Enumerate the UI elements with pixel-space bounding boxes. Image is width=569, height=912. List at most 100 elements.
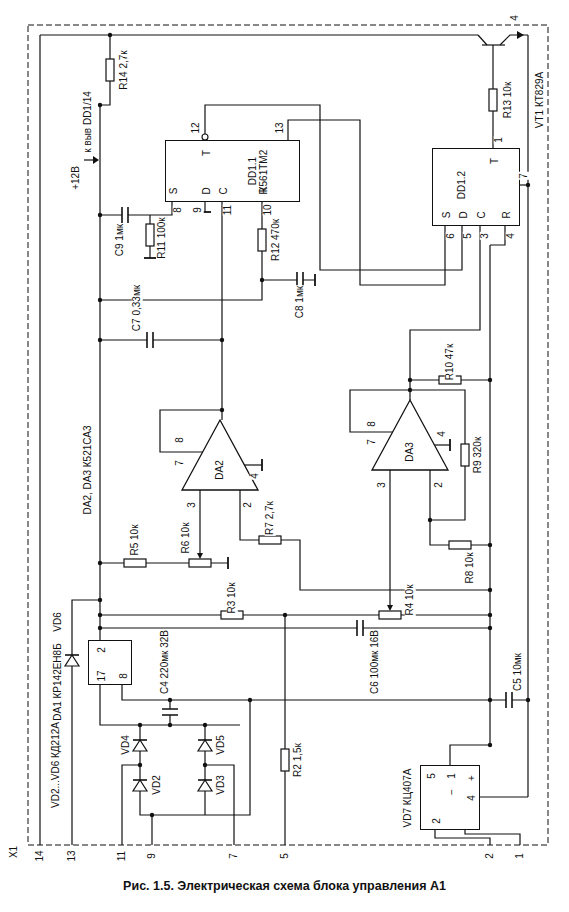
junction-dot <box>138 723 142 727</box>
pin-label: S <box>168 188 179 195</box>
wire <box>221 200 222 420</box>
junction-dot <box>168 698 172 702</box>
pin-number: 7 <box>367 438 378 446</box>
wire <box>288 120 445 285</box>
pin-label: T <box>489 158 500 164</box>
component-label: R12 470к <box>271 218 282 262</box>
component-label: R2 1,5к <box>293 742 304 778</box>
component-label: DA3 <box>405 441 416 462</box>
pin-number: 12 <box>191 121 202 134</box>
component-label: C7 0,33мк <box>132 284 143 332</box>
junction-dot <box>526 183 530 187</box>
component-label: DA2 <box>215 459 226 480</box>
ground-symbol <box>144 257 156 259</box>
wire <box>500 35 528 45</box>
pin-number: 3 <box>187 501 198 509</box>
wire <box>40 34 478 35</box>
junction-dot <box>168 723 172 727</box>
comparator-symbol <box>182 420 258 490</box>
component-label: VD2 <box>152 774 163 795</box>
pin-number: 7 <box>229 852 240 860</box>
pin-number: 6 <box>446 232 457 240</box>
junction-dot <box>283 613 287 617</box>
pin-number: 8 <box>367 420 378 428</box>
pin-number: 1 <box>515 852 526 860</box>
pin-number: 2 <box>243 501 254 509</box>
pin-number: 7 <box>519 172 530 180</box>
wire <box>435 830 490 845</box>
junction-dot <box>98 103 102 107</box>
junction-dot <box>98 561 102 565</box>
resistor-symbol <box>489 89 497 111</box>
pin-label: − <box>446 789 457 795</box>
component-label: R14 2,7к <box>119 49 130 90</box>
component-label: R5 10к <box>130 523 141 556</box>
pin-number: 5 <box>463 232 474 240</box>
pin-number: 1 <box>494 136 505 144</box>
diode-symbol <box>133 780 147 791</box>
junction-dot <box>98 626 102 630</box>
component-label: VD4 <box>121 734 132 755</box>
pin-label: 2 <box>431 818 442 824</box>
component-label: к выв DD1/14 <box>83 90 94 154</box>
component-label: VD2...VD6 КД212А <box>51 721 62 809</box>
resistor-symbol <box>124 559 146 567</box>
component-label: R9 320к <box>473 436 484 475</box>
wire <box>389 470 390 605</box>
pin-number: 14 <box>35 849 46 862</box>
component-label: C9 1мк <box>115 223 126 257</box>
resistor-symbol <box>281 749 289 771</box>
pin-number: 7 <box>175 459 186 467</box>
pin-number: 13 <box>67 849 78 862</box>
junction-dot <box>260 278 264 282</box>
component-label: VD3 <box>216 774 227 795</box>
pin-number: 4 <box>506 232 517 240</box>
pin-number: 3 <box>480 232 491 240</box>
junction-dot <box>98 213 102 217</box>
diode-symbol <box>198 780 212 791</box>
junction-dot <box>428 518 432 522</box>
component-label: C4 220мк 32В <box>160 629 171 695</box>
junction-dot <box>150 813 154 817</box>
capacitor-symbol <box>506 692 512 708</box>
resistor-symbol <box>259 536 281 544</box>
junction-dot <box>408 388 412 392</box>
component-label: R7 2,7к <box>265 500 276 536</box>
component-label: DA2, DA3 К521СА3 <box>83 425 94 516</box>
junction-dot <box>98 598 102 602</box>
wire <box>100 200 172 215</box>
capacitor-symbol <box>162 709 178 715</box>
junction-dot <box>248 698 252 702</box>
component-label: +12В <box>71 165 82 191</box>
wire <box>410 226 480 400</box>
board-frame <box>28 25 548 845</box>
ground-symbol <box>314 274 316 286</box>
component-label: C8 1мк <box>295 285 306 319</box>
wire <box>205 765 234 845</box>
component-label: VD6 <box>53 611 64 632</box>
resistor-symbol <box>449 541 471 549</box>
pin-label: 1 <box>446 773 457 779</box>
pin-number: 11 <box>117 850 128 862</box>
component-label: R13 10к <box>503 81 514 120</box>
pin-label: C <box>218 187 229 194</box>
pin-label: R <box>258 187 269 194</box>
wire <box>151 815 152 845</box>
wire <box>240 490 490 590</box>
junction-dot <box>526 698 530 702</box>
component-label: C5 10мк <box>513 652 524 692</box>
potentiometer-wiper <box>197 553 203 559</box>
wire <box>199 490 200 553</box>
junction-dot <box>408 378 412 382</box>
pin-number: 5 <box>280 852 291 860</box>
wire <box>478 35 487 45</box>
potentiometer-wiper <box>387 605 393 611</box>
pin-label: D <box>201 187 212 194</box>
wire <box>490 226 505 245</box>
junction-dot <box>98 298 102 302</box>
pin-label: 17 <box>96 670 107 681</box>
junction-dot <box>203 723 207 727</box>
diode-symbol <box>133 740 147 751</box>
junction-dot <box>488 543 492 547</box>
junction-dot <box>488 588 492 592</box>
